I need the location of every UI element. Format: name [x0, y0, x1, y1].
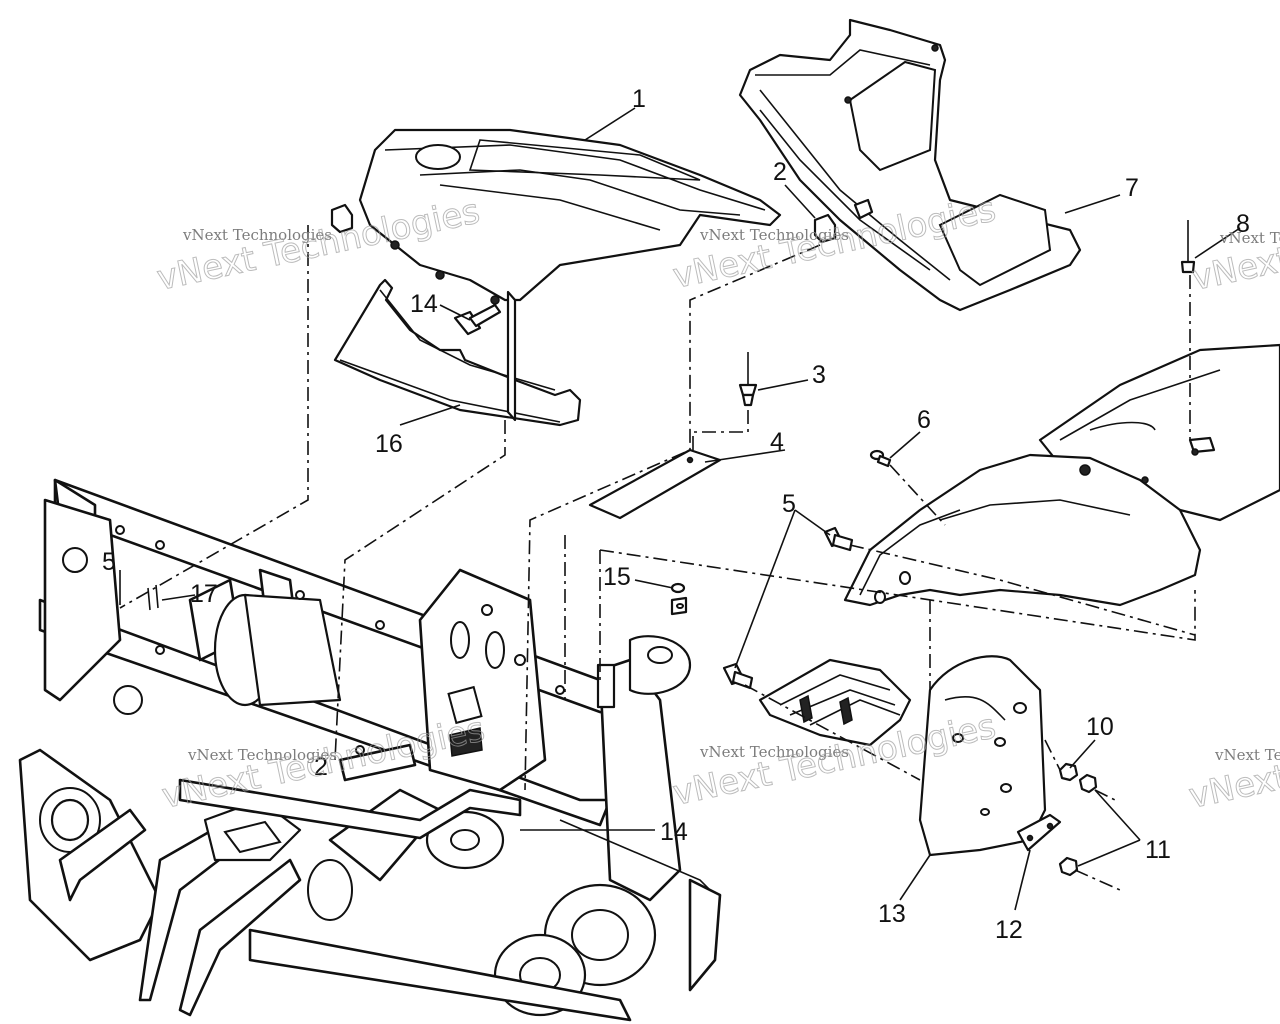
callout-7: 7	[1125, 174, 1139, 202]
callout-4: 4	[770, 428, 784, 456]
part-3-push-rivet	[738, 352, 758, 407]
watermark-small-3: vNext Technologies	[699, 743, 849, 761]
callout-1: 1	[632, 85, 646, 113]
callout-16: 16	[375, 430, 403, 458]
watermark-small-4: vNext Technologies	[187, 746, 337, 764]
callout-11: 11	[1145, 836, 1171, 864]
callout-3: 3	[812, 361, 826, 389]
part-8-rivet	[1180, 220, 1196, 274]
part-7-console	[738, 18, 1082, 312]
callout-10: 10	[1086, 713, 1114, 741]
callout-15: 15	[603, 563, 631, 591]
callout-6: 6	[917, 406, 931, 434]
alignment-lines	[119, 225, 1196, 891]
callout-5-left: 5	[102, 548, 116, 576]
callout-2-top: 2	[773, 158, 787, 186]
part-rear-fender	[843, 343, 1280, 607]
callout-14-top: 14	[410, 290, 438, 318]
part-1-front-cover	[358, 128, 782, 305]
part-14-bolt-upper	[453, 303, 502, 336]
callout-5-mid: 5	[782, 490, 796, 518]
part-10-11-nuts	[1058, 762, 1098, 877]
callout-13: 13	[878, 900, 906, 928]
watermark-small-1: vNext Technologies	[182, 226, 332, 244]
callout-labels: 1 2 2 3 4 5 5 6 7 8 10 11 12 13 14 14 15…	[102, 85, 1250, 944]
part-2-clips	[330, 198, 874, 244]
watermark-small-5: vNext Technologies	[1219, 229, 1280, 247]
part-16-bracket	[333, 278, 582, 427]
part-12-strip	[1016, 813, 1062, 852]
vehicle-frame	[18, 478, 722, 1022]
part-carrier	[758, 658, 912, 747]
part-6-screw	[869, 449, 892, 468]
part-15-small-bolt	[670, 582, 688, 616]
part-13-mud-flap	[918, 655, 1047, 857]
leader-lines	[119, 107, 1241, 911]
callout-17: 17	[190, 580, 218, 608]
part-4-plate	[588, 448, 722, 520]
callout-2-bottom: 2	[314, 753, 328, 781]
callout-8: 8	[1236, 210, 1250, 238]
watermark-small-6: vNext Technologies	[1214, 746, 1280, 764]
watermark-small-2: vNext Technologies	[699, 226, 849, 244]
callout-12: 12	[995, 916, 1023, 944]
callout-14-bottom: 14	[660, 818, 688, 846]
